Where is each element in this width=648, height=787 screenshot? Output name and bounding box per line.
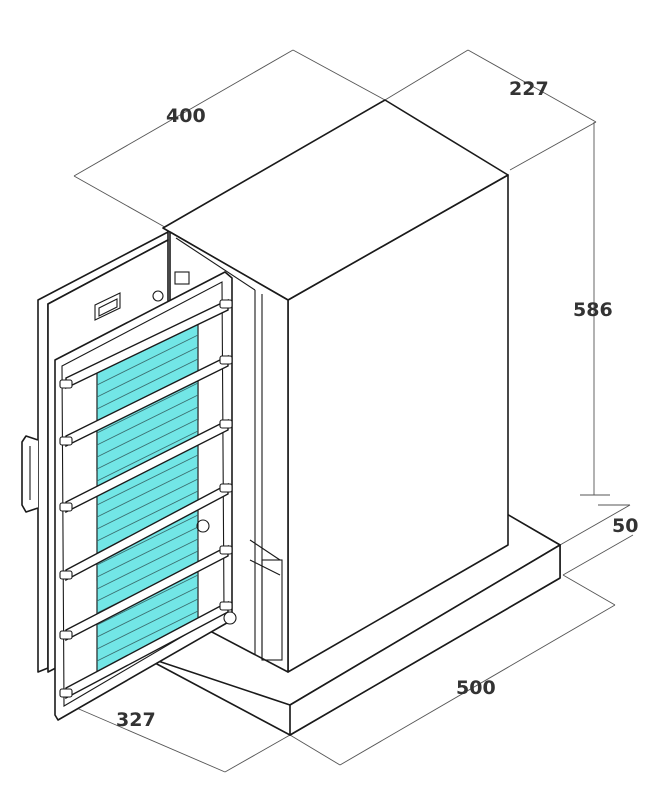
dim-door-width: 327 xyxy=(116,709,156,731)
dim-base-height: 50 xyxy=(612,515,638,537)
door-straps xyxy=(65,298,229,700)
door-handle[interactable] xyxy=(21,435,39,513)
right-clips xyxy=(219,299,237,625)
cyan-panels xyxy=(96,321,199,673)
door-latch[interactable] xyxy=(196,519,210,533)
dim-base-width: 500 xyxy=(456,677,496,699)
dimension-lines xyxy=(57,49,634,773)
dim-height: 586 xyxy=(573,299,613,321)
dim-width-top: 400 xyxy=(166,105,206,127)
dim-depth-top: 227 xyxy=(509,78,549,100)
left-clips xyxy=(59,379,73,698)
